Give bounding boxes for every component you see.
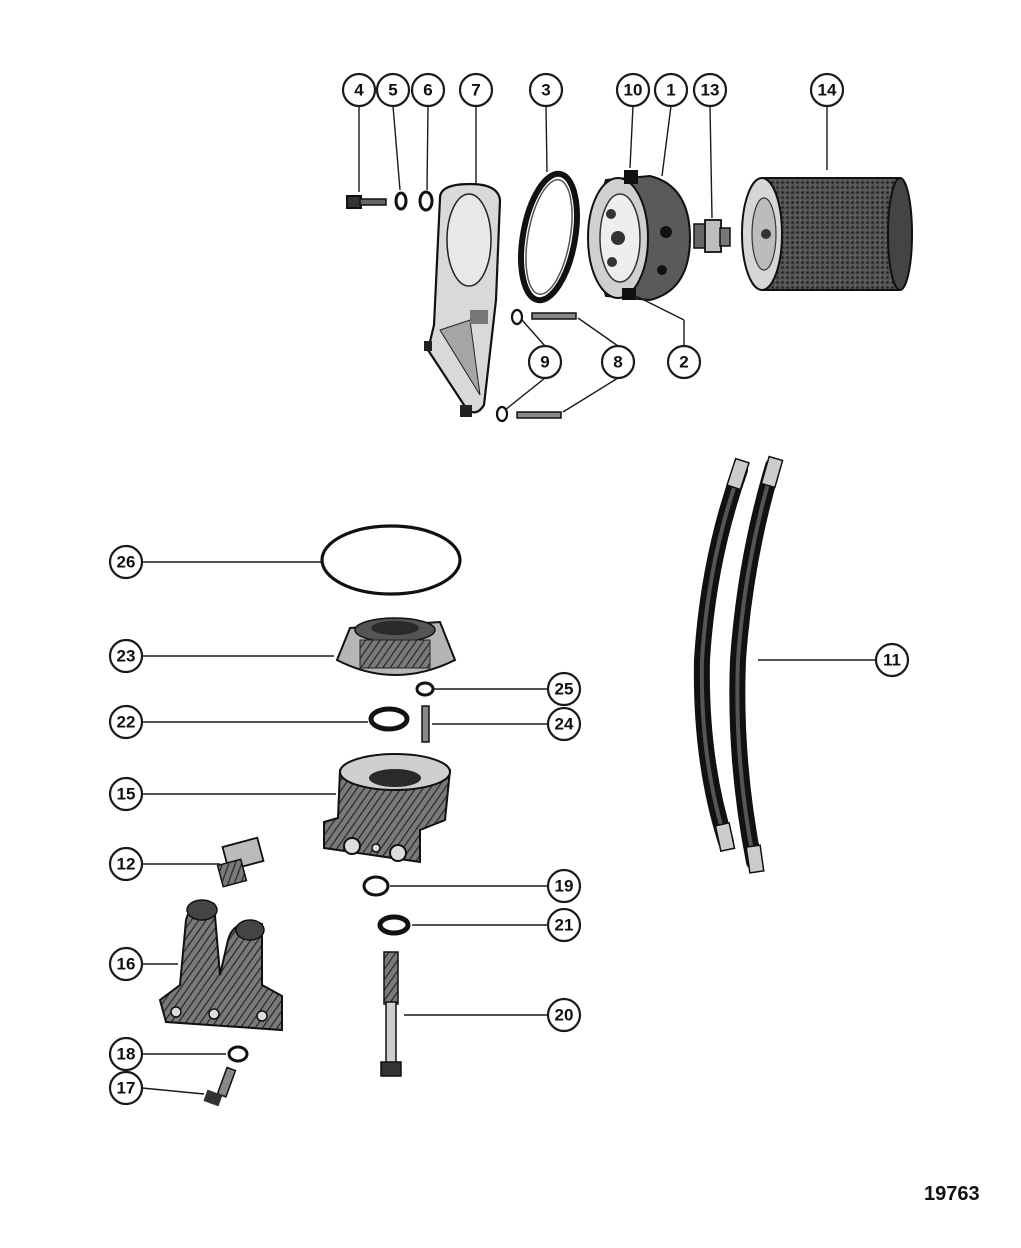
svg-text:16: 16: [117, 955, 136, 974]
callout-10: 10: [615, 72, 651, 108]
svg-text:10: 10: [624, 81, 643, 100]
svg-text:25: 25: [555, 680, 574, 699]
part-20-bolt: [380, 951, 402, 1077]
callout-11: 11: [874, 642, 910, 678]
callout-5: 5: [375, 72, 411, 108]
part-18-washer: [227, 1045, 249, 1063]
callout-16: 16: [108, 946, 144, 982]
callout-7: 7: [458, 72, 494, 108]
svg-text:8: 8: [613, 353, 622, 372]
part-26-o-ring: [320, 524, 462, 596]
part-22-seal: [368, 706, 410, 732]
part-11-hoses: [693, 455, 784, 874]
callout-18: 18: [108, 1036, 144, 1072]
leader-lines: [141, 105, 876, 1095]
svg-text:20: 20: [555, 1006, 574, 1025]
callout-14: 14: [809, 72, 845, 108]
callout-9: 9: [527, 344, 563, 380]
svg-text:12: 12: [117, 855, 136, 874]
callout-20: 20: [546, 997, 582, 1033]
svg-text:1: 1: [666, 81, 675, 100]
callout-2: 2: [666, 344, 702, 380]
callout-1: 1: [653, 72, 689, 108]
callout-13: 13: [692, 72, 728, 108]
part-21-washer: [377, 914, 411, 936]
part-12-fitting: [216, 836, 265, 888]
part-23-cover: [335, 617, 457, 676]
part-5-lock-washer: [394, 191, 408, 211]
svg-text:14: 14: [818, 81, 837, 100]
callout-6: 6: [410, 72, 446, 108]
svg-text:19: 19: [555, 877, 574, 896]
svg-text:9: 9: [540, 353, 549, 372]
part-13-fitting: [693, 219, 731, 253]
svg-text:26: 26: [117, 553, 136, 572]
svg-text:18: 18: [117, 1045, 136, 1064]
svg-text:5: 5: [388, 81, 397, 100]
part-24-screw: [421, 705, 430, 743]
callout-4: 4: [341, 72, 377, 108]
svg-text:3: 3: [541, 81, 550, 100]
svg-text:13: 13: [701, 81, 720, 100]
svg-text:4: 4: [354, 81, 364, 100]
figure-number: 19763: [924, 1183, 980, 1205]
part-14-oil-filter: [741, 177, 913, 291]
callout-17: 17: [108, 1070, 144, 1106]
part-2-plug: [622, 288, 636, 300]
part-15-housing: [323, 753, 452, 864]
svg-text:7: 7: [471, 81, 480, 100]
part-16-manifold: [158, 899, 283, 1032]
svg-text:6: 6: [423, 81, 432, 100]
part-1-adaptor: [587, 174, 692, 302]
svg-text:23: 23: [117, 647, 136, 666]
callout-22: 22: [108, 704, 144, 740]
callout-21: 21: [546, 907, 582, 943]
callout-24: 24: [546, 706, 582, 742]
part-25-nut: [415, 681, 435, 697]
part-17-screw: [203, 1066, 237, 1107]
part-3-gasket: [518, 170, 580, 304]
part-7-bracket: [424, 182, 502, 417]
callout-12: 12: [108, 846, 144, 882]
svg-text:15: 15: [117, 785, 136, 804]
svg-text:2: 2: [679, 353, 688, 372]
callout-23: 23: [108, 638, 144, 674]
part-19-o-ring: [362, 875, 390, 897]
svg-text:22: 22: [117, 713, 136, 732]
part-4-bolt: [346, 195, 387, 209]
part-9-o-rings: [495, 308, 524, 423]
callout-25: 25: [546, 671, 582, 707]
callout-8: 8: [600, 344, 636, 380]
part-8-screws: [516, 312, 577, 419]
svg-text:17: 17: [117, 1079, 136, 1098]
part-6-washer: [418, 190, 434, 212]
part-10-plug: [624, 170, 638, 184]
callout-15: 15: [108, 776, 144, 812]
svg-text:11: 11: [883, 651, 901, 670]
callout-19: 19: [546, 868, 582, 904]
callout-3: 3: [528, 72, 564, 108]
svg-text:24: 24: [555, 715, 574, 734]
callout-26: 26: [108, 544, 144, 580]
svg-text:21: 21: [555, 916, 574, 935]
